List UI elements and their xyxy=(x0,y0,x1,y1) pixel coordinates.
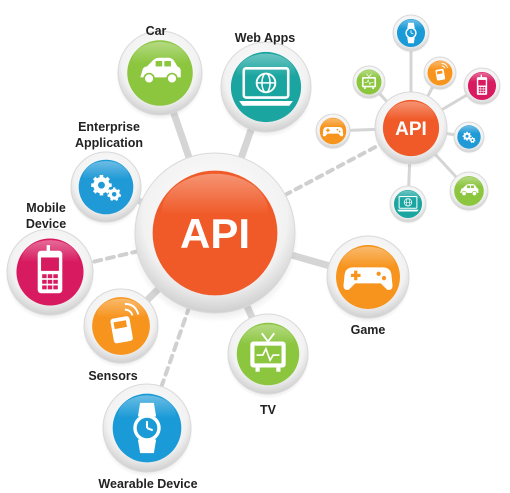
node-mobile xyxy=(5,228,95,321)
sensor-icon xyxy=(435,63,448,81)
gears-icon xyxy=(91,174,122,201)
mini-node xyxy=(423,56,457,91)
center-hub: API xyxy=(131,152,299,323)
node-label-enterprise-line1: Enterprise xyxy=(78,120,140,134)
node-sensors xyxy=(82,288,160,368)
center-hub-label: API xyxy=(180,210,250,257)
mini-node xyxy=(453,121,485,154)
gamepad-icon xyxy=(322,127,344,137)
node-label-mobile-line2: Device xyxy=(25,217,67,231)
node-label-mobile-line1: Mobile xyxy=(26,201,66,215)
node-label-sensors: Sensors xyxy=(88,369,138,383)
mobile-phone-icon xyxy=(476,74,488,95)
node-label-car: Car xyxy=(145,24,167,38)
monitor-globe-icon xyxy=(239,66,293,106)
node-label-web-apps: Web Apps xyxy=(234,31,296,45)
mini-node xyxy=(389,185,427,225)
mini-hub-label: API xyxy=(395,119,427,140)
node-label-game: Game xyxy=(350,323,386,337)
node-car xyxy=(116,30,204,121)
gears-icon xyxy=(462,131,476,143)
tv-icon xyxy=(250,332,286,372)
node-label-tv: TV xyxy=(260,403,276,417)
gamepad-icon xyxy=(343,267,393,290)
node-enterprise xyxy=(69,151,143,227)
node-label-enterprise-line2: Application xyxy=(74,136,144,150)
car-icon xyxy=(460,184,479,197)
node-tv xyxy=(226,313,310,399)
node-game xyxy=(325,235,411,323)
mini-node xyxy=(392,14,430,54)
monitor-globe-icon xyxy=(397,195,419,212)
node-web-apps xyxy=(219,41,313,138)
watch-icon xyxy=(133,402,161,454)
mini-node xyxy=(352,65,386,100)
node-label-wearable: Wearable Device xyxy=(98,477,198,491)
mini-node xyxy=(449,171,489,213)
car-icon xyxy=(140,57,181,85)
mini-node xyxy=(463,67,501,107)
watch-icon xyxy=(405,22,417,44)
node-wearable xyxy=(101,383,193,478)
hub-link xyxy=(283,142,383,197)
tv-icon xyxy=(361,73,377,90)
mini-hub: API xyxy=(373,91,449,169)
mini-node xyxy=(315,113,351,151)
mobile-phone-icon xyxy=(37,245,63,294)
sensor-icon xyxy=(110,302,140,344)
